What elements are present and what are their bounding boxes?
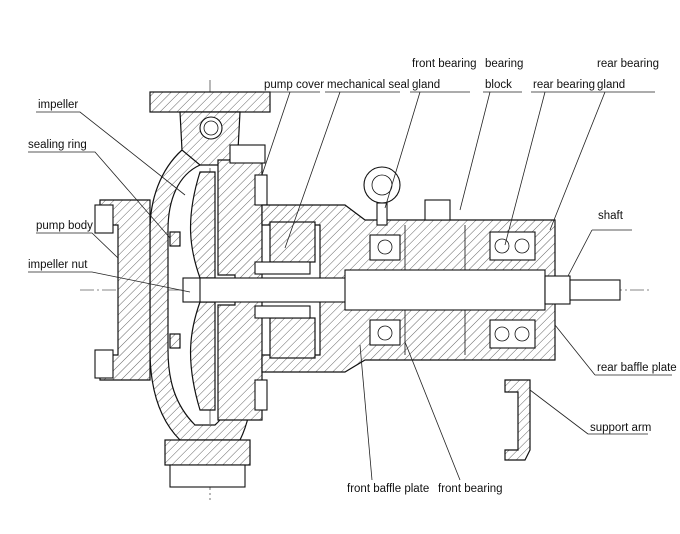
label-front-bearing-gland-line2: gland [412, 79, 440, 91]
label-front-baffle-plate: front baffle plate [347, 483, 429, 495]
label-front-bearing-gland-line1: front bearing [412, 58, 477, 70]
label-impeller-nut: impeller nut [28, 259, 88, 271]
impeller-part [169, 171, 216, 411]
label-bearing-block-line2: block [485, 79, 512, 91]
label-support-arm: support arm [590, 422, 651, 434]
label-mechanical-seal: mechanical seal [327, 79, 409, 91]
label-rear-bearing: rear bearing [533, 79, 595, 91]
label-shaft: shaft [598, 210, 624, 222]
label-pump-body: pump body [36, 220, 93, 232]
lifting-eye [363, 166, 401, 226]
label-bearing-block-line1: bearing [485, 58, 523, 70]
shaft-part [199, 269, 621, 311]
label-front-bearing: front bearing [438, 483, 503, 495]
support-arm-part [504, 379, 531, 461]
leader-lines [28, 91, 672, 481]
label-impeller: impeller [38, 99, 78, 111]
label-rear-baffle-plate: rear baffle plate [597, 362, 677, 374]
discharge-flange [149, 91, 271, 166]
label-pump-cover: pump cover [264, 79, 324, 91]
label-rear-bearing-gland-line1: rear bearing [597, 58, 659, 70]
label-rear-bearing-gland-line2: gland [597, 79, 625, 91]
label-sealing-ring: sealing ring [28, 139, 87, 151]
